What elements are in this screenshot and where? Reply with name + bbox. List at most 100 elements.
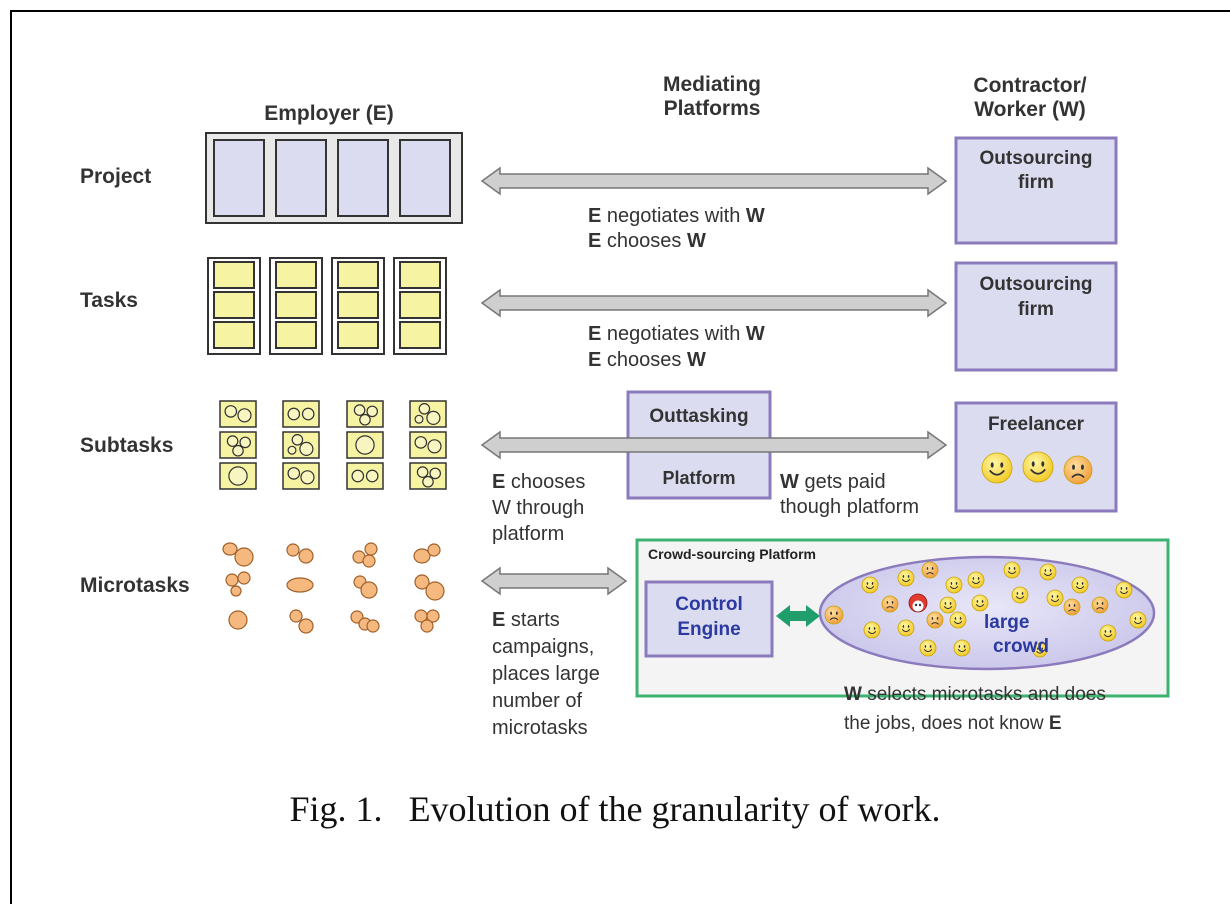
project-arrow (480, 166, 948, 196)
smiley-face-icon (1115, 581, 1133, 599)
subtask-circle (422, 475, 434, 488)
svg-text:Outsourcing: Outsourcing (980, 274, 1093, 295)
microtask-blob (414, 574, 430, 590)
smiley-face-icon (1011, 586, 1029, 604)
crowd-faces (824, 561, 1147, 658)
subtask-circle (416, 466, 429, 478)
microtask-blob (237, 571, 251, 585)
subtask-circle (291, 433, 304, 446)
subtask-circle (232, 444, 244, 457)
sad-face-icon (824, 605, 844, 625)
project-note-line2: E chooses W (588, 230, 706, 252)
subtasks-right-note-line1: W gets paid (780, 471, 886, 493)
row-label-tasks: Tasks (80, 289, 138, 312)
microtask-blob (289, 609, 303, 623)
microtask-blob (230, 585, 242, 597)
svg-text:firm: firm (1018, 172, 1054, 193)
task-cell (275, 321, 317, 349)
microtasks-left-note-line4: number of (492, 690, 582, 712)
row-label-microtasks: Microtasks (80, 574, 190, 597)
task-cell (399, 261, 441, 289)
task-cell (399, 291, 441, 319)
subtask-circle (414, 436, 428, 449)
control-engine-box: Control Engine (644, 580, 774, 658)
caption-text: Evolution of the granularity of work. (408, 789, 941, 829)
microtask-blob (222, 542, 238, 556)
microtask-blob (366, 619, 380, 633)
column-header-mediating-line2: Platforms (664, 97, 761, 120)
smiley-face-icon (1129, 611, 1147, 629)
subtask-circle (287, 407, 301, 421)
svg-text:Control: Control (675, 594, 743, 615)
sad-face-icon (921, 561, 939, 579)
subtask-circle (239, 436, 251, 449)
freelancer-faces (981, 451, 1093, 485)
subtask-circle (351, 469, 365, 483)
smiley-face-icon (897, 619, 915, 637)
microtask-blob (298, 618, 314, 634)
subtask-circle (429, 467, 441, 480)
subtask-circle (301, 407, 315, 421)
engine-crowd-arrow (776, 605, 820, 627)
large-crowd-label-line2: crowd (993, 636, 1049, 657)
tasks-note-line1: E negotiates with W (588, 323, 765, 345)
subtask-circle (366, 405, 378, 418)
microtasks-left-note-line3: places large (492, 663, 600, 685)
sad-face-icon (926, 611, 944, 629)
microtasks-left-note-line5: microtasks (492, 717, 588, 739)
smiley-face-icon (1003, 561, 1021, 579)
subtasks-block (219, 400, 447, 490)
subtask-circle (237, 408, 252, 423)
figure-caption: Fig. 1.Evolution of the granularity of w… (0, 788, 1230, 830)
task-cell (337, 261, 379, 289)
subtasks-arrow (480, 430, 948, 460)
subtask-circle (418, 402, 431, 415)
column-header-worker-line1: Contractor/ (973, 74, 1086, 97)
subtask-circle (427, 439, 442, 454)
smiley-face-icon (981, 452, 1013, 484)
figure-frame (10, 10, 1230, 904)
microtask-blob (298, 548, 314, 564)
tasks-note-line2: E chooses W (588, 349, 706, 371)
smiley-face-icon (1046, 589, 1064, 607)
subtask-circle (224, 405, 238, 418)
microtask-blob (286, 543, 300, 557)
microtask-blob (364, 542, 378, 556)
task-cell (337, 321, 379, 349)
large-crowd-label-line1: large (984, 612, 1029, 633)
subtask-circle (287, 467, 301, 480)
task-cell (275, 291, 317, 319)
subtasks-left-note-line3: platform (492, 523, 564, 545)
row-label-subtasks: Subtasks (80, 434, 173, 457)
tasks-arrow (480, 288, 948, 318)
smiley-face-icon (939, 596, 957, 614)
subtasks-left-note-line1: E chooses (492, 471, 585, 493)
svg-text:firm: firm (1018, 299, 1054, 320)
smiley-face-icon (863, 621, 881, 639)
microtasks-right-note-line1: W selects microtasks and does (844, 684, 1106, 705)
sad-face-icon (881, 595, 899, 613)
subtask-circle (287, 445, 297, 455)
outtasking-platform-subtitle: Platform (662, 468, 735, 488)
project-block (205, 132, 463, 224)
tasks-block (207, 257, 447, 355)
subtask-circle (226, 435, 239, 447)
smiley-face-icon (1032, 642, 1048, 658)
task-cell (337, 291, 379, 319)
subtask-circle (299, 441, 314, 456)
subtasks-left-note-line2: W through (492, 497, 584, 519)
microtasks-left-note-line1: E starts (492, 609, 560, 631)
microtask-blob (420, 619, 434, 633)
microtasks-block (222, 542, 445, 634)
outtasking-platform-title: Outtasking (649, 406, 748, 427)
smiley-face-icon (967, 571, 985, 589)
microtask-blob (362, 554, 376, 568)
smiley-face-icon (1039, 563, 1057, 581)
smiley-face-icon (897, 569, 915, 587)
microtask-blob (234, 547, 254, 567)
microtask-blob (286, 577, 314, 593)
subtask-circle (426, 410, 441, 425)
crowdsourcing-platform-title: Crowd-sourcing Platform (648, 546, 816, 562)
project-worker-box: Outsourcing firm (954, 136, 1118, 245)
